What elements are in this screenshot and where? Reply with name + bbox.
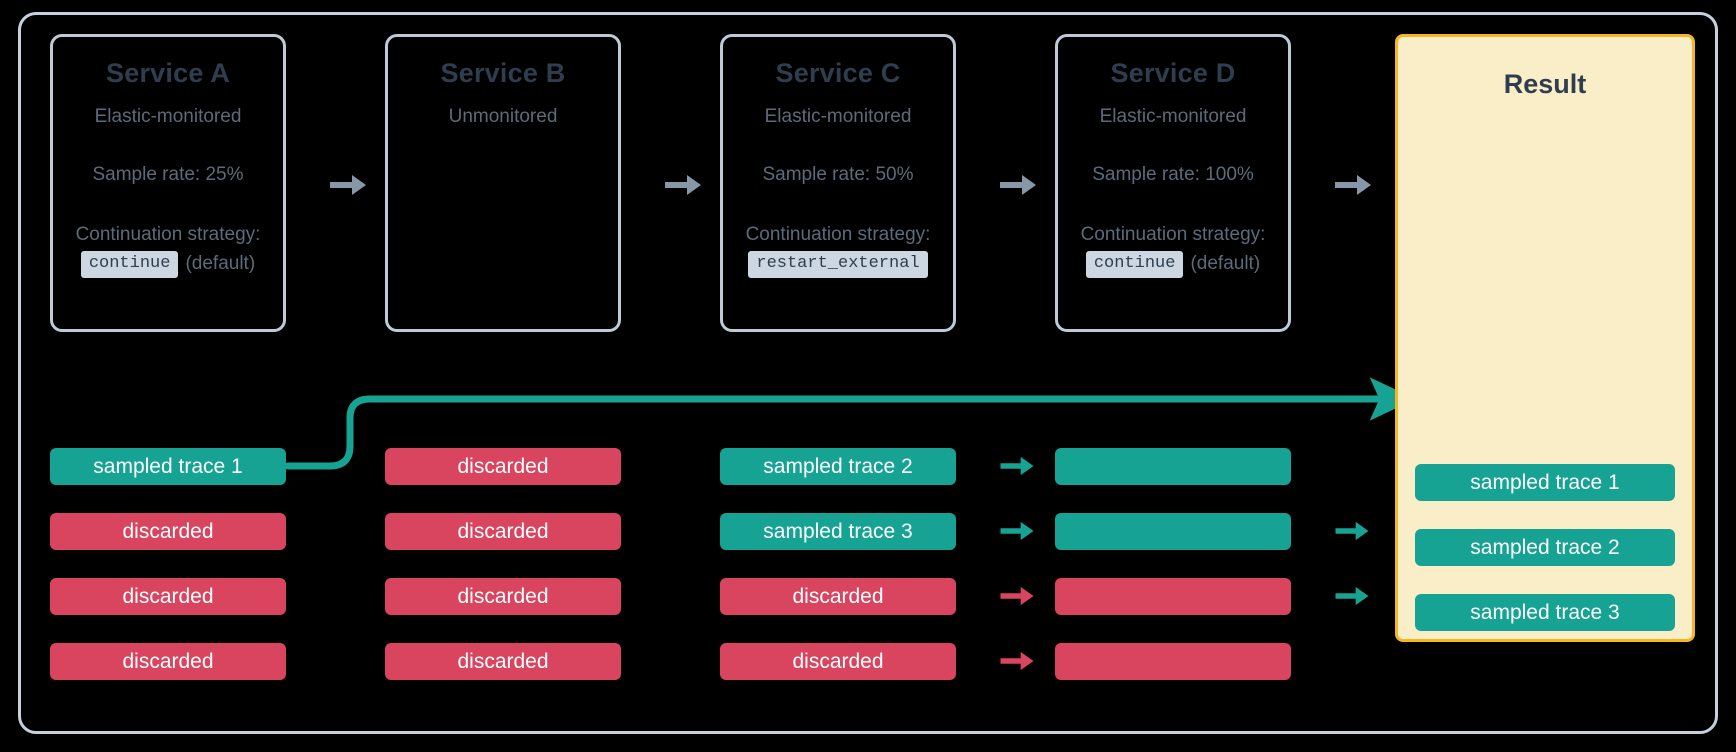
arrow-d2-to-result2-icon <box>1335 520 1369 542</box>
continuation-strategy-value-row: continue (default) <box>1072 251 1274 278</box>
service-title: Service A <box>106 58 230 88</box>
service-monitoring-status: Elastic-monitored <box>764 105 912 127</box>
trace-pill <box>1055 578 1291 615</box>
trace-pill: discarded <box>385 448 621 485</box>
continuation-strategy-label: Continuation strategy: <box>1080 224 1266 246</box>
continuation-strategy-default-note: (default) <box>185 253 256 275</box>
trace-pill: discarded <box>720 578 956 615</box>
service-sample-rate: Sample rate: 25% <box>92 164 244 186</box>
trace-pill: discarded <box>385 578 621 615</box>
service-monitoring-status: Elastic-monitored <box>1099 105 1247 127</box>
continuation-strategy-code-chip: continue <box>80 251 179 278</box>
continuation-strategy-code-chip: continue <box>1085 251 1184 278</box>
arrow-d-to-result-icon <box>1335 173 1371 197</box>
trace-pill <box>1055 448 1291 485</box>
trace-pill: discarded <box>385 643 621 680</box>
continuation-strategy-label: Continuation strategy: <box>75 224 261 246</box>
trace-pill <box>1055 643 1291 680</box>
result-trace-pill: sampled trace 2 <box>1415 529 1675 566</box>
result-trace-pill: sampled trace 3 <box>1415 594 1675 631</box>
service-sample-rate: Sample rate: 100% <box>1092 164 1254 186</box>
service-title: Service C <box>775 58 901 88</box>
trace-pill: discarded <box>50 643 286 680</box>
continuation-strategy-code-chip: restart_external <box>748 251 928 278</box>
trace-pill: discarded <box>720 643 956 680</box>
service-monitoring-status: Elastic-monitored <box>94 105 242 127</box>
arrow-c-to-d-icon <box>1000 173 1036 197</box>
trace-pill <box>1055 513 1291 550</box>
arrow-a-to-b-icon <box>330 173 366 197</box>
trace-pill: discarded <box>50 578 286 615</box>
service-title: Service D <box>1110 58 1236 88</box>
continuation-strategy-value-row: restart_external <box>737 251 939 278</box>
arrow-c3-to-d3-icon <box>1000 585 1034 607</box>
result-title: Result <box>1503 69 1587 99</box>
service-box-b: Service B Unmonitored <box>385 34 621 332</box>
arrow-c2-to-d2-icon <box>1000 520 1034 542</box>
service-sample-rate: Sample rate: 50% <box>762 164 914 186</box>
service-title: Service B <box>440 58 566 88</box>
continuation-strategy-default-note: (default) <box>1190 253 1261 275</box>
arrow-c4-to-d4-icon <box>1000 650 1034 672</box>
service-monitoring-status: Unmonitored <box>448 105 558 127</box>
continuation-strategy-label: Continuation strategy: <box>745 224 931 246</box>
trace-pill: sampled trace 2 <box>720 448 956 485</box>
trace-pill: discarded <box>50 513 286 550</box>
arrow-b-to-c-icon <box>665 173 701 197</box>
continuation-strategy-value-row: continue (default) <box>67 251 269 278</box>
trace-pill: discarded <box>385 513 621 550</box>
arrow-d3-to-result3-icon <box>1335 585 1369 607</box>
trace-pill: sampled trace 3 <box>720 513 956 550</box>
trace-pill: sampled trace 1 <box>50 448 286 485</box>
result-trace-pill: sampled trace 1 <box>1415 464 1675 501</box>
diagram-outer-frame <box>18 12 1718 734</box>
arrow-c1-to-d1-icon <box>1000 455 1034 477</box>
